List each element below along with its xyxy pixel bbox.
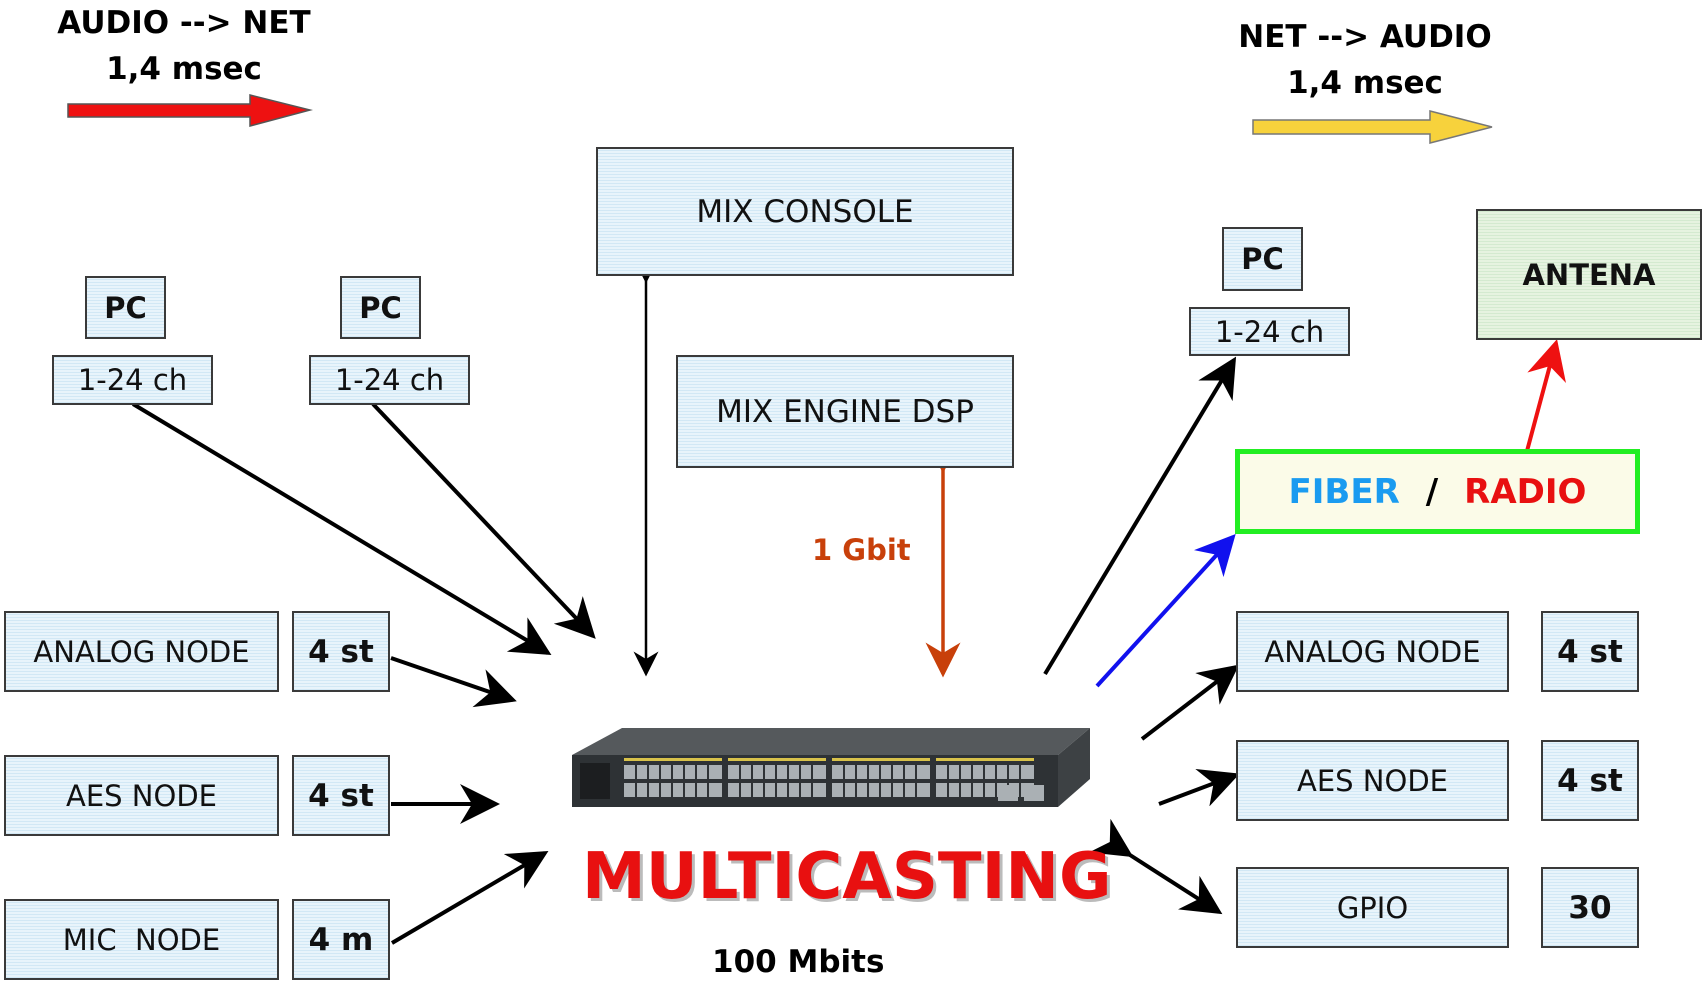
gpio-node-right-count: 30 <box>1541 867 1639 948</box>
analog-node-right: ANALOG NODE <box>1236 611 1509 692</box>
pc-right: PC <box>1222 227 1303 291</box>
mic-node-left-count: 4 m <box>292 899 390 980</box>
net-to-audio-header: NET --> AUDIO 1,4 msec <box>1238 19 1492 101</box>
aes-node-left: AES NODE <box>4 755 279 836</box>
analog-node-left-count: 4 st <box>292 611 390 692</box>
antenna-arrow <box>1525 339 1566 452</box>
pc-right-channels: 1-24 ch <box>1189 307 1350 356</box>
pc-left-2: PC <box>340 276 421 339</box>
mix-console-box: MIX CONSOLE <box>596 147 1014 276</box>
net-to-audio-arrow <box>1252 110 1493 144</box>
pc-left-2-channels: 1-24 ch <box>309 355 470 405</box>
pc-left-1-channels: 1-24 ch <box>52 355 213 405</box>
audio-to-net-arrow <box>67 94 313 127</box>
pc-left-1: PC <box>85 276 166 339</box>
gpio-link <box>1088 818 1223 915</box>
fiber-label: FIBER <box>1288 471 1400 512</box>
gbit-label: 1 Gbit <box>812 533 911 567</box>
fiber-radio-box: FIBER / RADIO <box>1235 449 1640 534</box>
analog-node-right-arrow <box>1140 664 1240 741</box>
pc2-arrow <box>371 402 596 639</box>
mix-engine-dsp-box: MIX ENGINE DSP <box>676 355 1014 468</box>
mic-node-left: MIC NODE <box>4 899 279 980</box>
pc1-arrow <box>131 402 552 656</box>
analog-node-right-count: 4 st <box>1541 611 1639 692</box>
right-pc-arrow <box>1043 356 1237 676</box>
analog-node-left: ANALOG NODE <box>4 611 279 692</box>
fiber-radio-separator: / <box>1425 471 1439 512</box>
fiber-arrow <box>1095 534 1236 688</box>
bandwidth-label: 100 Mbits <box>712 944 885 980</box>
aes-node-right: AES NODE <box>1236 740 1509 821</box>
gpio-node-right: GPIO <box>1236 867 1509 948</box>
mic-node-left-arrow <box>390 850 549 945</box>
audio-to-net-header: AUDIO --> NET 1,4 msec <box>57 5 311 87</box>
multicasting-title: MULTICASTING <box>582 840 1112 914</box>
radio-label: RADIO <box>1464 471 1587 512</box>
aes-node-left-count: 4 st <box>292 755 390 836</box>
network-switch-icon <box>562 725 1100 815</box>
aes-node-right-arrow <box>1158 768 1240 807</box>
antenna-box: ANTENA <box>1476 209 1702 340</box>
analog-node-left-arrow <box>390 656 517 708</box>
aes-node-right-count: 4 st <box>1541 740 1639 821</box>
